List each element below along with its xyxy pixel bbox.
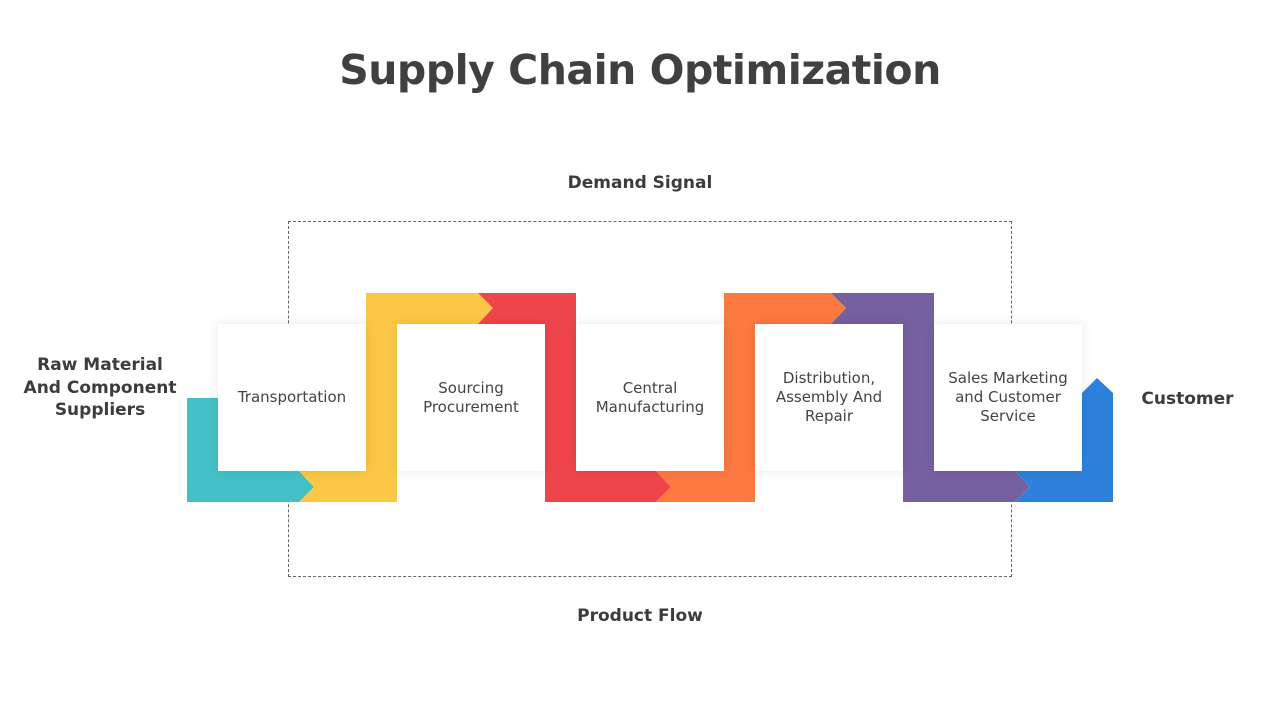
step-card-sales: Sales Marketing and Customer Service <box>934 324 1082 471</box>
step-label: Sourcing Procurement <box>423 378 519 416</box>
customer-label: Customer <box>1141 389 1234 409</box>
ribbon-segment-orange <box>656 293 846 502</box>
step-label: Distribution, Assembly And Repair <box>775 369 883 425</box>
step-label: Central Manufacturing <box>595 378 705 416</box>
ribbon-segment-blue <box>1015 378 1113 502</box>
step-card-transportation: Transportation <box>218 324 366 471</box>
ribbon-segment-teal <box>187 398 314 502</box>
step-card-manufacturing: Central Manufacturing <box>576 324 724 471</box>
step-card-distribution: Distribution, Assembly And Repair <box>755 324 903 471</box>
product-flow-label: Product Flow <box>577 606 703 626</box>
ribbon-segment-yellow <box>299 293 493 502</box>
ribbon-segment-purple <box>831 293 1030 502</box>
step-label: Transportation <box>237 388 347 406</box>
ribbon-segment-red <box>478 293 671 502</box>
step-card-sourcing: Sourcing Procurement <box>397 324 545 471</box>
slide-title: Supply Chain Optimization <box>339 46 941 94</box>
source-label: Raw Material And Component Suppliers <box>23 355 177 420</box>
step-label: Sales Marketing and Customer Service <box>948 369 1068 425</box>
demand-signal-label: Demand Signal <box>567 173 713 193</box>
